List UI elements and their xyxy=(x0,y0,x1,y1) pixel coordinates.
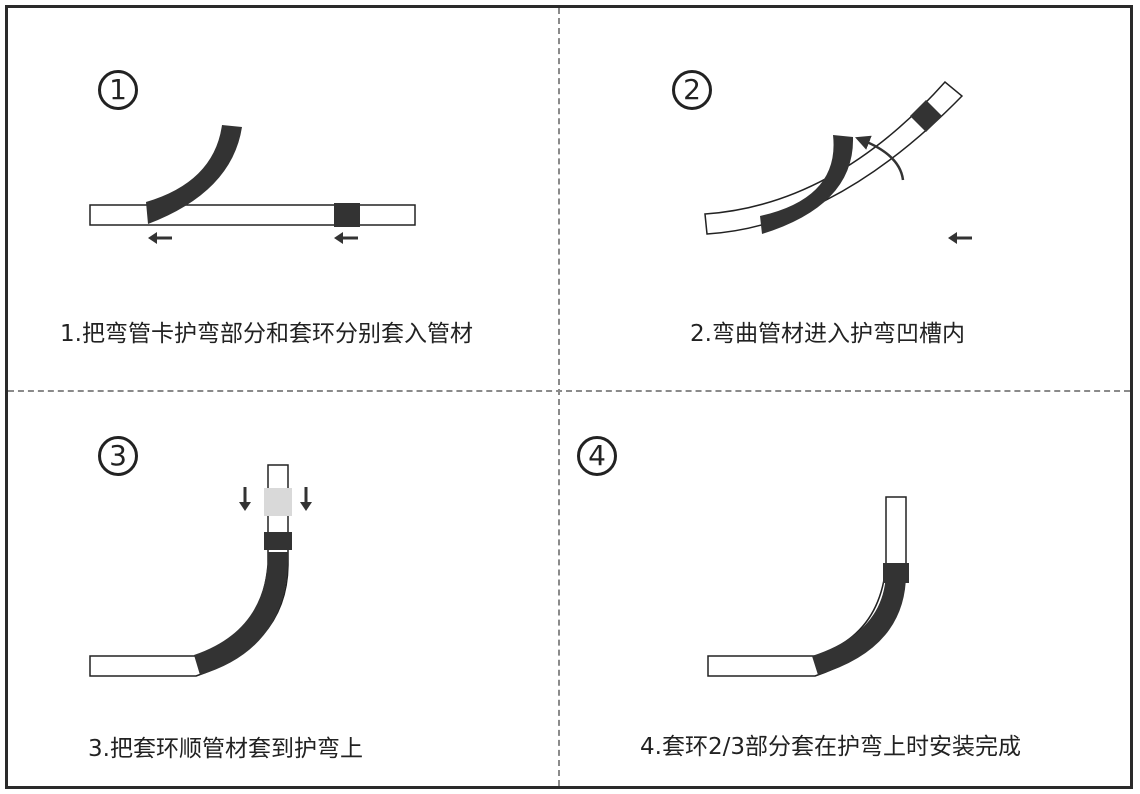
bent-pipe xyxy=(89,464,289,677)
panel-3-illustration xyxy=(89,464,312,677)
bend-guard xyxy=(194,552,289,675)
diagram-frame xyxy=(5,5,1133,789)
step-2-caption: 2.弯曲管材进入护弯凹槽内 xyxy=(690,321,965,347)
sleeve-ring xyxy=(334,203,360,227)
bent-pipe xyxy=(707,496,907,677)
step-3-number: 3 xyxy=(98,436,138,476)
straight-pipe xyxy=(89,204,416,226)
left-arrow-icon xyxy=(948,232,972,244)
step-1-number: 1 xyxy=(98,70,138,110)
curved-arrow-icon xyxy=(855,135,905,181)
sleeve-ring-ghost xyxy=(264,488,292,516)
left-arrow-icon xyxy=(148,232,172,244)
down-arrow-icon xyxy=(239,487,251,511)
horizontal-divider xyxy=(8,390,1130,392)
bend-guard xyxy=(812,570,907,675)
sleeve-ring xyxy=(883,563,909,583)
sleeve-ring xyxy=(910,100,942,132)
panel-2-illustration xyxy=(704,80,972,244)
left-arrow-icon xyxy=(334,232,358,244)
down-arrow-icon xyxy=(300,487,312,511)
step-1-caption: 1.把弯管卡护弯部分和套环分别套入管材 xyxy=(60,321,473,347)
bend-guard xyxy=(760,135,854,234)
panel-4-illustration xyxy=(707,496,909,677)
step-4-caption: 4.套环2/3部分套在护弯上时安装完成 xyxy=(640,734,1021,760)
step-2-number: 2 xyxy=(672,70,712,110)
panel-1-illustration xyxy=(89,125,416,244)
step-3-caption: 3.把套环顺管材套到护弯上 xyxy=(88,736,363,762)
sleeve-ring xyxy=(264,532,292,550)
step-4-number: 4 xyxy=(577,436,617,476)
bend-guard xyxy=(146,125,242,224)
vertical-divider xyxy=(558,8,560,786)
